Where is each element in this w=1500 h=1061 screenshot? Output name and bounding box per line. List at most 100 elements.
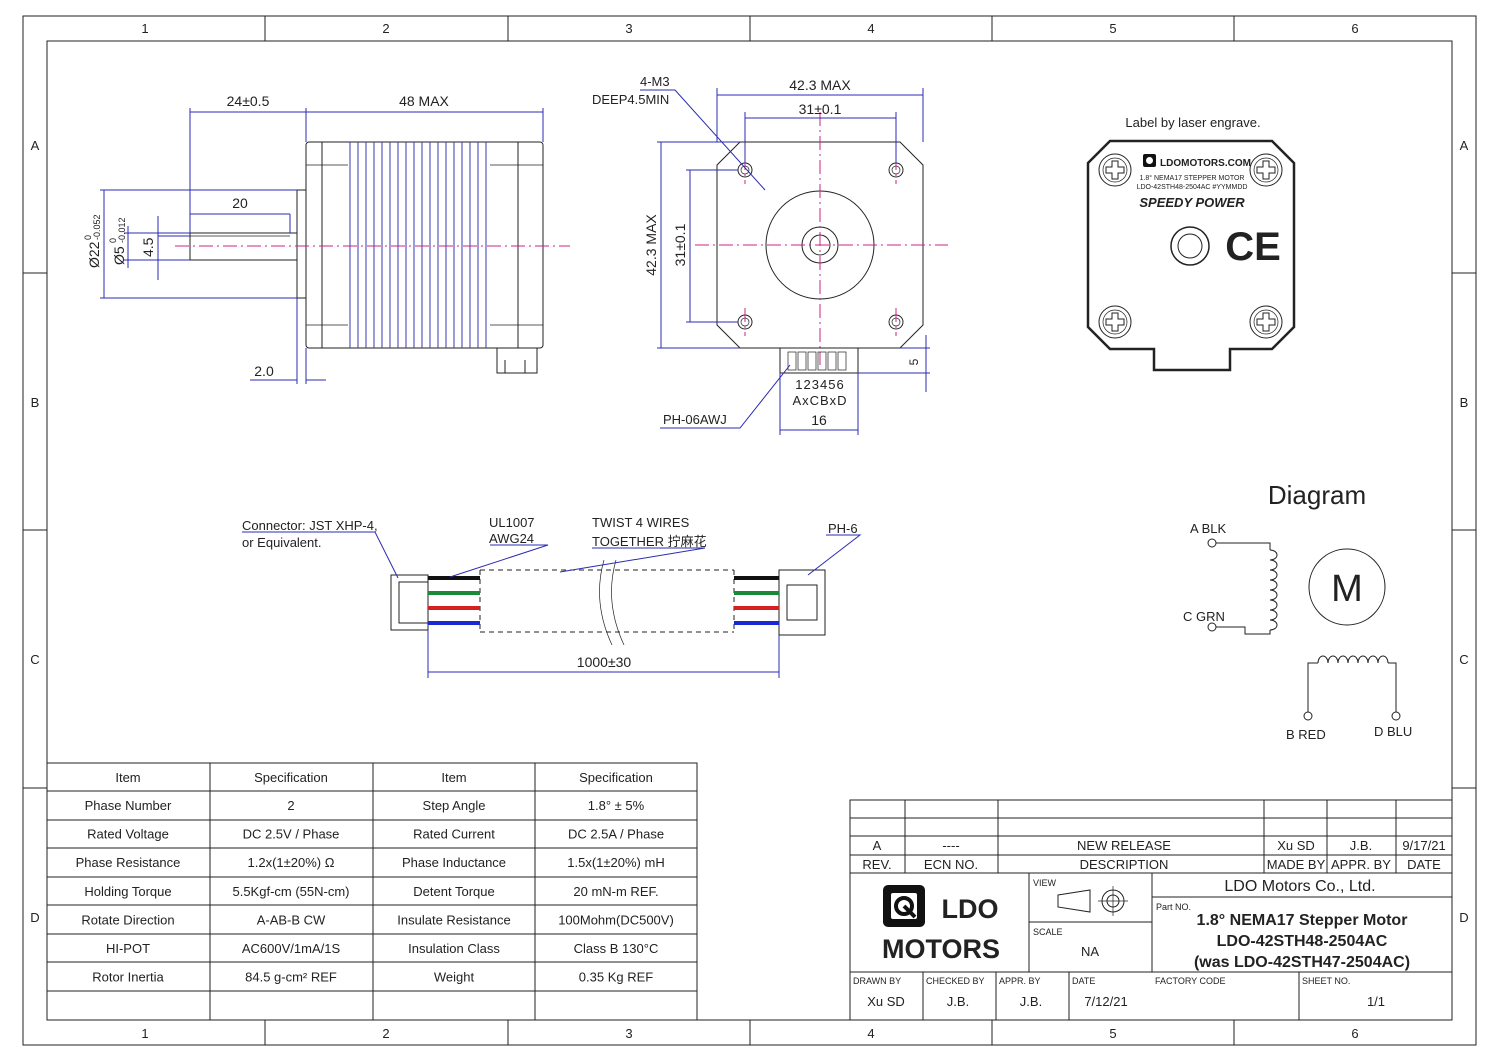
motor-boss: [296, 189, 307, 299]
drawn-by-label: DRAWN BY: [853, 976, 901, 986]
table-cell: 100Mohm(DC500V): [558, 912, 674, 927]
rev-header: MADE BY: [1267, 857, 1326, 872]
ph-connector: [778, 569, 826, 636]
table-header-cell: Item: [441, 770, 466, 785]
terminal-b: [1303, 711, 1313, 721]
motor-symbol-letter: M: [1331, 568, 1363, 610]
rev-cell: NEW RELEASE: [1077, 838, 1171, 853]
end-connector: PH-6: [828, 521, 858, 536]
terminal-b-label: B RED: [1286, 727, 1326, 742]
dim-hole-spacing: 31±0.1: [799, 101, 842, 117]
appr-by: J.B.: [1020, 994, 1042, 1009]
table-cell: 1.5x(1±20%) mH: [567, 855, 664, 870]
col-label: 2: [382, 21, 389, 36]
col-label: 3: [625, 21, 632, 36]
table-cell: Detent Torque: [413, 884, 494, 899]
dim-connector-width: 16: [811, 412, 827, 428]
wiring-diagram: Diagram A BLK C GRN B RED D BLU M: [1183, 480, 1412, 742]
row-label: A: [1460, 138, 1469, 153]
col-label: 1: [141, 1026, 148, 1041]
svg-text:-0.052: -0.052: [92, 214, 102, 240]
xhp-connector: [390, 574, 429, 631]
col-label: 2: [382, 1026, 389, 1041]
table-cell: 84.5 g-cm² REF: [245, 970, 337, 985]
rev-cell: Xu SD: [1277, 838, 1315, 853]
ce-mark: CE: [1225, 225, 1281, 269]
projection-symbol-icon: [1057, 886, 1128, 916]
col-label: 5: [1109, 1026, 1116, 1041]
rev-header: DATE: [1407, 857, 1441, 872]
checked-by: J.B.: [947, 994, 969, 1009]
cable-length: 1000±30: [577, 654, 632, 670]
part-line-2: LDO-42STH48-2504AC: [1217, 933, 1388, 950]
table-cell: Rated Voltage: [87, 827, 169, 842]
table-header-cell: Item: [115, 770, 140, 785]
part-line-1: 1.8° NEMA17 Stepper Motor: [1197, 912, 1408, 929]
table-cell: Holding Torque: [84, 884, 171, 899]
table-cell: Rated Current: [413, 827, 495, 842]
terminal-c: [1207, 622, 1217, 632]
label-line-2: LDO-42STH48-2504AC #YYMMDD: [1137, 184, 1248, 191]
motor-body: [305, 141, 544, 349]
rev-cell: A: [873, 838, 882, 853]
table-cell: Rotor Inertia: [92, 970, 164, 985]
dim-body-length: 48 MAX: [399, 93, 449, 109]
connector-note-2: or Equivalent.: [242, 535, 322, 550]
date-label: DATE: [1072, 976, 1095, 986]
svg-text:Ø5: Ø5: [111, 246, 127, 265]
table-row: Holding Torque 5.5Kgf-cm (55N-cm) Detent T…: [84, 884, 658, 899]
table-cell: 1.2x(1±20%) Ω: [248, 855, 335, 870]
screw-icon: [1249, 153, 1283, 187]
table-cell: DC 2.5A / Phase: [568, 827, 664, 842]
column-labels-bottom: 1 2 3 4 5 6: [141, 1026, 1358, 1041]
connector-note-1: Connector: JST XHP-4,: [242, 518, 378, 533]
pin-numbers: 123456: [795, 377, 844, 392]
table-cell: 5.5Kgf-cm (55N-cm): [232, 884, 349, 899]
col-label: 4: [867, 1026, 874, 1041]
table-cell: Insulate Resistance: [397, 912, 510, 927]
revision-header-row: REV. ECN NO. DESCRIPTION MADE BY APPR. B…: [862, 857, 1441, 872]
table-cell: 0.35 Kg REF: [579, 970, 653, 985]
table-cell: 1.8° ± 5%: [588, 798, 645, 813]
terminal-d: [1391, 711, 1401, 721]
dim-flat: 4.5: [140, 237, 156, 257]
title-block: A ---- NEW RELEASE Xu SD J.B. 9/17/21 RE…: [849, 799, 1453, 1021]
dim-shaft-length: 24±0.5: [227, 93, 270, 109]
table-cell: 2: [287, 798, 294, 813]
table-cell: DC 2.5V / Phase: [243, 827, 340, 842]
twist-note-2: TOGETHER 拧麻花: [592, 534, 707, 549]
wire-spec-2: AWG24: [489, 531, 534, 546]
connector-type: PH-06AWJ: [663, 412, 727, 427]
rev-header: APPR. BY: [1331, 857, 1391, 872]
table-cell: Class B 130°C: [574, 941, 659, 956]
company-name: LDO Motors Co., Ltd.: [1224, 878, 1375, 895]
svg-text:0: 0: [108, 238, 118, 243]
row-label: D: [30, 910, 39, 925]
view-label: VIEW: [1033, 878, 1057, 888]
table-cell: Phase Number: [85, 798, 172, 813]
table-cell: Rotate Direction: [81, 912, 174, 927]
col-label: 4: [867, 21, 874, 36]
dim-hole-spacing-v: 31±0.1: [672, 223, 688, 266]
screw-icon: [1098, 153, 1132, 187]
screw-icon: [1249, 305, 1283, 339]
rev-header: ECN NO.: [924, 857, 978, 872]
appr-by-label: APPR. BY: [999, 976, 1041, 986]
terminal-a: [1207, 538, 1217, 548]
coil-phase-b: [1317, 655, 1389, 664]
label-plate: [1086, 139, 1296, 372]
part-line-3: (was LDO-42STH47-2504AC): [1194, 954, 1410, 971]
rev-header: DESCRIPTION: [1080, 857, 1169, 872]
rev-cell: ----: [942, 838, 959, 853]
table-row: Rated Voltage DC 2.5V / Phase Rated Curren…: [87, 827, 664, 842]
drawn-by: Xu SD: [867, 994, 905, 1009]
pin-letters: AxCBxD: [792, 393, 847, 408]
table-cell: 20 mN-m REF.: [573, 884, 658, 899]
label-view: Label by laser engrave. LDOMOTORS.COM 1.…: [1086, 115, 1296, 372]
rev-cell: J.B.: [1350, 838, 1372, 853]
rev-header: REV.: [862, 857, 891, 872]
dim-boss-height: 2.0: [254, 363, 274, 379]
